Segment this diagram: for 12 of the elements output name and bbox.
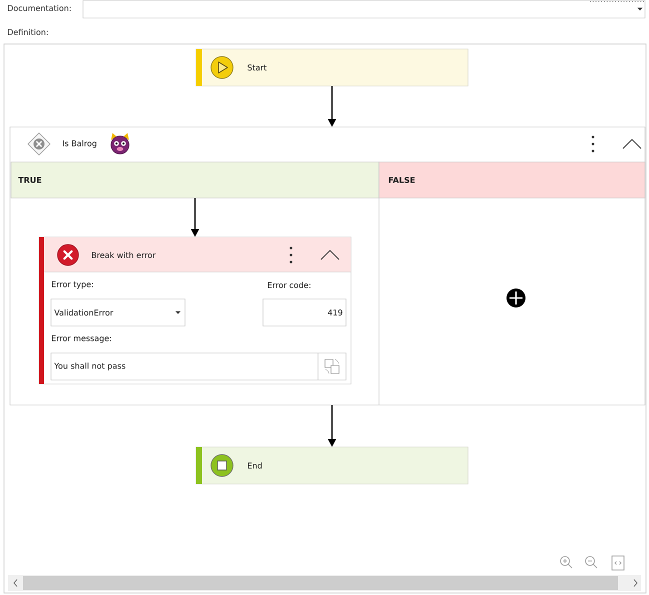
text-field: You shall not pass — [50, 352, 346, 380]
number-field: 419 — [262, 298, 346, 326]
field-label: Error code: — [268, 282, 310, 288]
dropdown-field: ValidationError — [50, 298, 186, 326]
field-label: Definition: — [8, 28, 48, 36]
branch-header: FALSE — [378, 162, 646, 198]
end-box: End — [196, 446, 468, 484]
field-label: Error message: — [52, 335, 111, 343]
field-label: Error type: — [52, 281, 93, 289]
branch-header: TRUE — [10, 162, 380, 198]
field-label: Documentation: — [8, 4, 71, 12]
start-box: Start — [196, 48, 468, 86]
